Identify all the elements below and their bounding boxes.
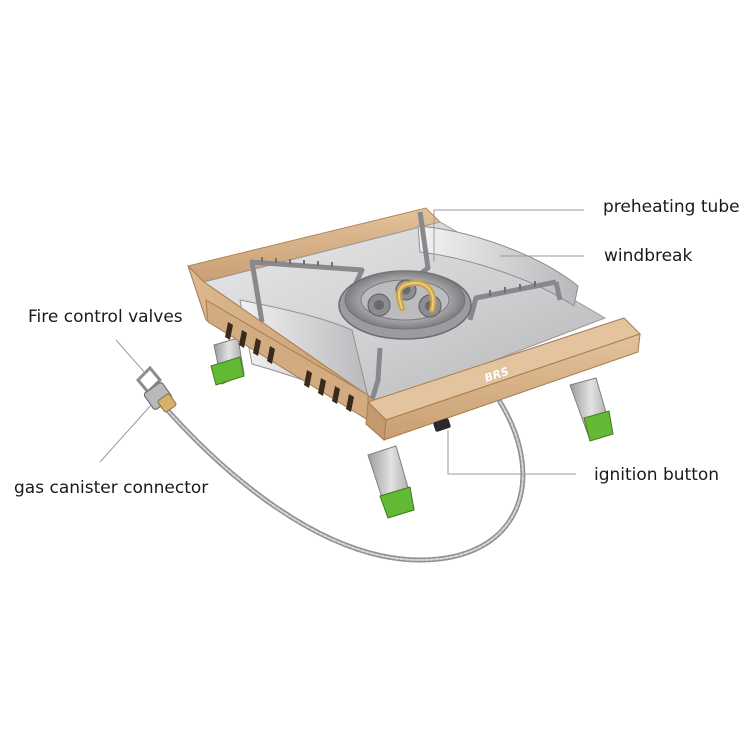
leader-ignition-button [447,430,576,475]
callout-fire-control-valves: Fire control valves [28,307,183,327]
leg-front-left [367,445,415,519]
callout-preheating-tube: preheating tube [603,197,740,217]
callout-gas-canister-connector: gas canister connector [14,478,209,498]
gas-canister-connector [143,382,177,413]
leader-lines [99,209,584,475]
callout-ignition-button: ignition button [594,465,720,485]
leg-back-right [569,377,614,442]
leader-preheating-tube [433,209,584,262]
preheating-tube [395,280,437,313]
gas-hose [159,399,526,563]
fire-control-valve [135,365,163,395]
leader-gas-canister-connector [99,403,153,463]
frame-front-rail [365,317,641,442]
burner [338,270,472,340]
pot-support-teeth [261,257,536,296]
ignition-button [433,418,451,432]
vent-slots-left [225,322,354,412]
callout-windbreak: windbreak [604,246,693,266]
leg-back-left [210,337,245,386]
leader-fire-control-valves [115,339,147,375]
